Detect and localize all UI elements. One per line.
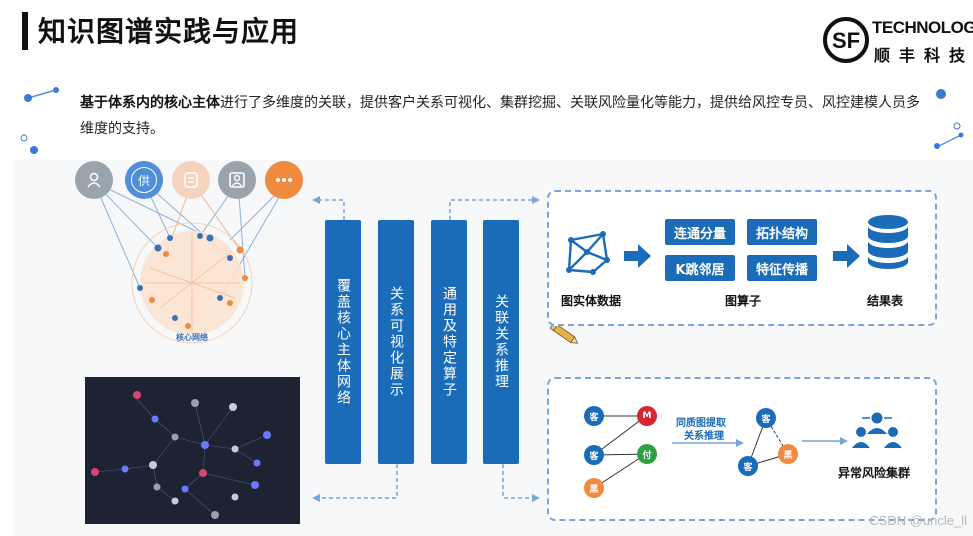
payment-node: 付: [637, 444, 657, 464]
reasoning-label: 关系推理: [684, 431, 724, 442]
supply-icon-label: 供: [131, 167, 157, 193]
decor-dots-left: [20, 87, 59, 154]
sf-logo-icon: SF: [823, 17, 869, 63]
op-feature-propagation: 特征传播: [747, 255, 817, 281]
pillar-inference: 关联关系推理: [483, 220, 519, 464]
customer-node: 客: [738, 456, 758, 476]
arrow-right-icon: [672, 439, 744, 447]
intro-bold: 基于体系内的核心主体: [80, 95, 220, 111]
document-icon: [172, 161, 210, 199]
op-topology: 拓扑结构: [747, 219, 817, 245]
page-title: 知识图谱实践与应用: [38, 15, 300, 48]
connector-arrows: [312, 196, 540, 502]
decor-dots-right: [934, 89, 964, 149]
arrow-right-icon: [802, 437, 848, 445]
arrow-right-icon: [624, 244, 651, 268]
merchant-node: M: [637, 406, 657, 426]
output-label: 结果表: [867, 294, 904, 308]
graph-entity-icon: [566, 231, 610, 275]
watermark: CSDN @uncle_ll: [869, 513, 967, 528]
svg-text:SF: SF: [832, 28, 860, 53]
op-k-hop: K跳邻居: [665, 255, 735, 281]
customer-node: 客: [584, 406, 604, 426]
intro-paragraph: 基于体系内的核心主体进行了多维度的关联，提供客户关系可视化、集群挖掘、关联风险量…: [80, 90, 920, 142]
logo-tech-text: TECHNOLOGY: [872, 18, 973, 37]
pillar-visualization: 关系可视化展示: [378, 220, 414, 464]
portrait-icon: [218, 161, 256, 199]
group-icon: [852, 412, 902, 448]
extract-label: 同质图提取: [676, 418, 726, 429]
customer-node: 客: [584, 445, 604, 465]
more-icon: [265, 161, 303, 199]
blacklist-node: 黑: [778, 444, 798, 464]
relation-visualization-image: [85, 377, 300, 524]
supply-icon: 供: [125, 161, 163, 199]
logo-cn-text: 顺丰科技: [874, 46, 973, 65]
operators-label: 图算子: [725, 294, 762, 308]
pillar-core-network: 覆盖核心主体网络: [325, 220, 361, 464]
database-icon: [868, 215, 908, 269]
user-icon: [75, 161, 113, 199]
arrow-right-icon: [833, 244, 860, 268]
title-accent-bar: [22, 12, 28, 50]
intro-text: 进行了多维度的关联，提供客户关系可视化、集群挖掘、关联风险量化等能力，提供给风控…: [80, 95, 920, 137]
op-connected-components: 连通分量: [665, 219, 735, 245]
result-label: 异常风险集群: [838, 466, 911, 480]
pipeline-box: [547, 190, 937, 326]
sf-logo: SF TECHNOLOGY 顺丰科技: [822, 12, 973, 68]
blacklist-node: 黑: [584, 478, 604, 498]
core-network-caption: 核心网络: [176, 332, 208, 342]
customer-node: 客: [756, 408, 776, 428]
pillar-operators: 通用及特定算子: [431, 220, 467, 464]
inference-box: [547, 377, 937, 521]
input-label: 图实体数据: [561, 294, 622, 308]
